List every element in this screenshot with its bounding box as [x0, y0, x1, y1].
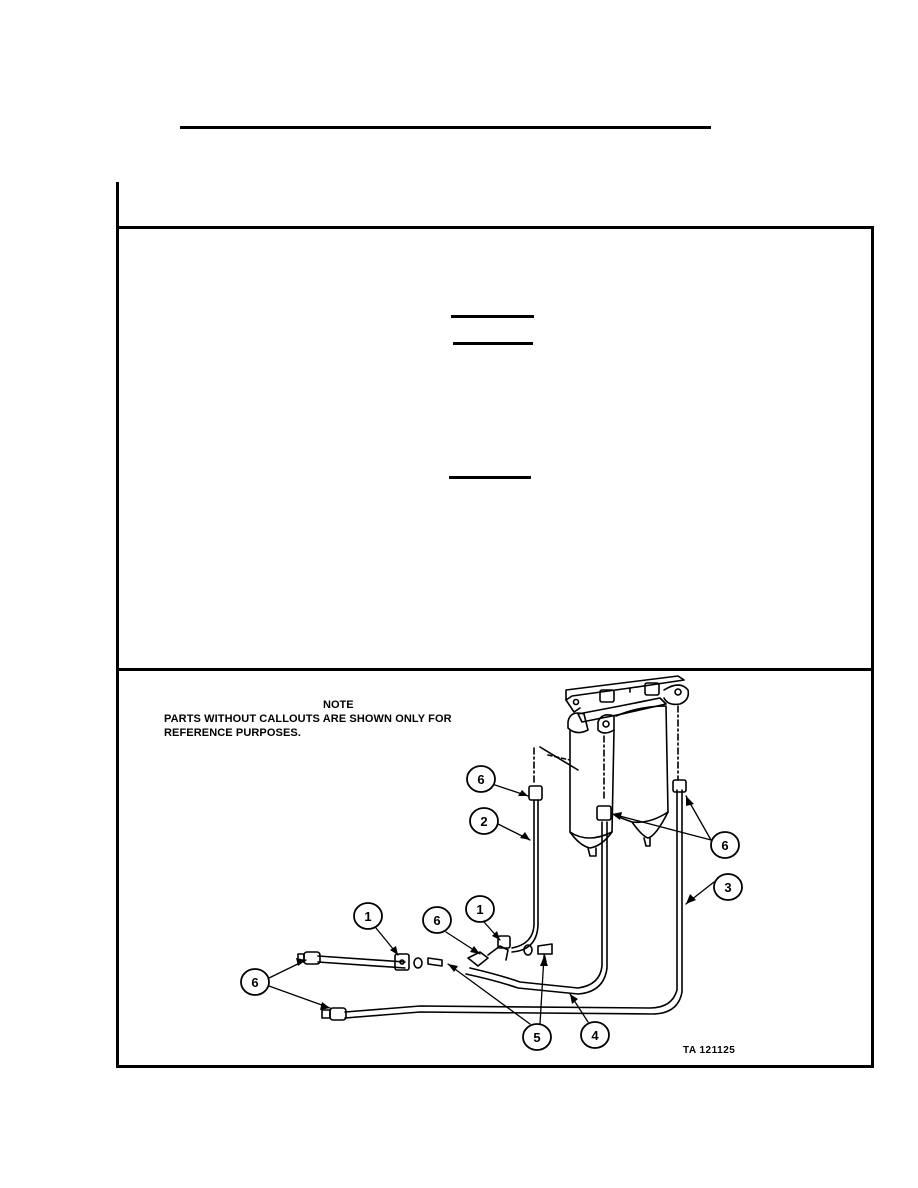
- callout-1-right: 1: [476, 902, 483, 917]
- tube-2: [511, 785, 543, 953]
- callout-3: 3: [724, 880, 731, 895]
- lower-horizontal-tube: [297, 951, 410, 971]
- filter-head: [567, 682, 690, 734]
- callout-5: 5: [533, 1030, 540, 1045]
- filter-canister-right: [615, 705, 669, 847]
- short-rule-2: [453, 342, 533, 345]
- callout-6-top: 6: [477, 772, 484, 787]
- fittings-mid: [413, 935, 553, 969]
- callout-1-left: 1: [364, 909, 371, 924]
- tube-4: [465, 805, 612, 995]
- callout-6-left: 6: [251, 975, 258, 990]
- note-line-1: PARTS WITHOUT CALLOUTS ARE SHOWN ONLY FO…: [164, 713, 452, 725]
- callout-6-mid: 6: [433, 913, 440, 928]
- note-title: NOTE: [323, 699, 354, 711]
- callout-2: 2: [480, 814, 487, 829]
- box-divider: [116, 668, 873, 671]
- filter-bracket: [565, 675, 685, 713]
- short-rule-1: [451, 315, 534, 318]
- callout-6-right: 6: [721, 838, 728, 853]
- note-line-2: REFERENCE PURPOSES.: [164, 727, 301, 739]
- frame-left-edge: [116, 182, 119, 228]
- callout-4: 4: [591, 1028, 599, 1043]
- content-box: [116, 226, 874, 1068]
- tube-3: [321, 779, 687, 1021]
- figure-code: TA 121125: [683, 1045, 736, 1056]
- short-rule-3: [449, 476, 531, 479]
- filter-canister-left: [539, 729, 615, 857]
- header-rule: [180, 126, 711, 129]
